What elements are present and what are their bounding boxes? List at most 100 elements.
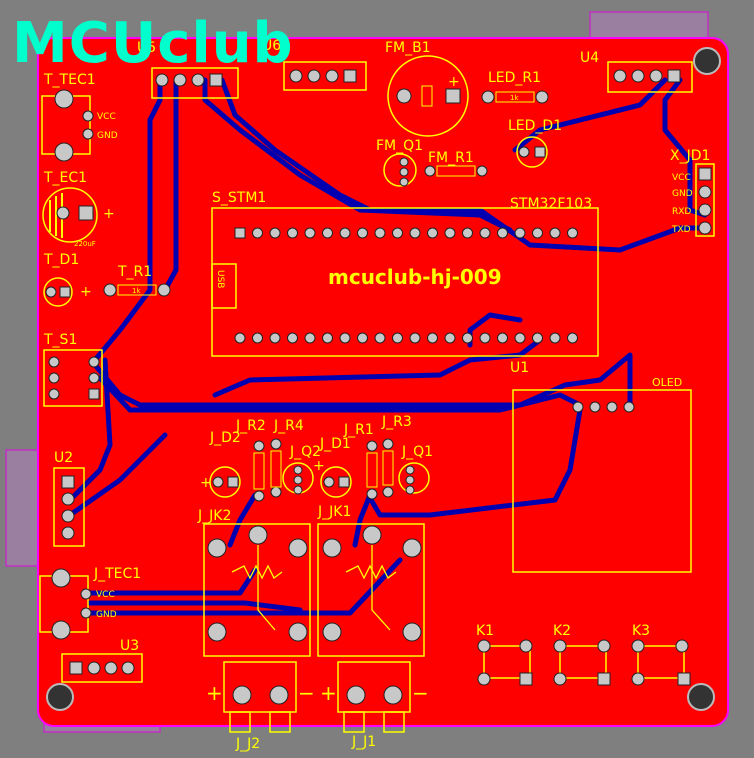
mcu-module-s-stm1: USB S_STM1 STM32F103 mcuclub-hj-009 U1 [211, 190, 599, 376]
t-d1-label: T_D1 [43, 252, 79, 268]
mcu-pin [392, 332, 403, 344]
capacitor-t-ec1: T_EC1 220uF + [42, 170, 115, 248]
led-j-d1: J_D1 + [313, 436, 352, 498]
j-j1-label: J_J1 [351, 734, 376, 750]
u6-label: U6 [262, 38, 281, 54]
usb-label: USB [215, 270, 225, 288]
led-t-d1: T_D1 + [43, 252, 92, 307]
mcu-pin [497, 332, 508, 344]
mcu-pin [479, 227, 491, 239]
fm-b1-label: FM_B1 [385, 40, 431, 56]
svg-text:−: − [298, 681, 315, 705]
j-r1-label: J_R1 [343, 422, 374, 438]
u3-header: U3 [61, 638, 143, 683]
mcu-pin [427, 227, 438, 239]
transistor-fm-q1: FM_Q1 [376, 138, 423, 187]
mcu-pin [322, 332, 333, 344]
svg-text:+: + [103, 206, 115, 222]
mcu-pin-row-top [234, 227, 578, 239]
j-q1-label: J_Q1 [401, 444, 433, 460]
s-stm1-label: S_STM1 [212, 190, 266, 206]
mcu-pin [392, 227, 403, 239]
mcu-pin [252, 227, 263, 239]
svg-text:RXD: RXD [672, 207, 691, 217]
u3-label: U3 [120, 638, 139, 654]
resistor-j-r4: J_R4 [270, 418, 304, 498]
switch-t-s1: T_S1 [43, 332, 103, 407]
resistor-j-r2: J_R2 [235, 418, 266, 502]
j-r4-label: J_R4 [273, 418, 304, 434]
transistor-j-q1: J_Q1 [398, 444, 433, 495]
mcu-pin [287, 227, 298, 239]
j-r3-label: J_R3 [381, 414, 412, 430]
mcu-pin [374, 227, 386, 239]
svg-text:220uF: 220uF [74, 240, 96, 248]
mcu-pin [549, 332, 561, 344]
k1-label: K1 [476, 623, 494, 639]
resistor-fm-r1: FM_R1 [424, 150, 488, 177]
mcu-pin [269, 227, 281, 239]
u6-header: U6 [262, 38, 367, 91]
j-d1-label: J_D1 [319, 436, 351, 452]
svg-text:1k: 1k [510, 94, 519, 102]
buzzer-fm-b1: FM_B1 + [385, 40, 469, 137]
u5-label: U5 [137, 40, 156, 56]
mcu-pin [234, 332, 246, 344]
mcu-pin [427, 332, 438, 344]
resistor-t-r1: 1k T_R1 [103, 264, 171, 297]
board-title: mcuclub-hj-009 [328, 265, 502, 289]
terminal-j-j1: + − J_J1 [320, 661, 429, 750]
mcu-pin [514, 227, 526, 239]
oled-display: OLED [512, 376, 692, 573]
oled-label: OLED [652, 376, 682, 389]
k3-label: K3 [632, 623, 650, 639]
u1-label: U1 [510, 360, 529, 376]
svg-text:VCC: VCC [672, 173, 691, 183]
t-ec1-label: T_EC1 [43, 170, 87, 186]
u2-header: U2 [53, 450, 85, 547]
led-j-d2: J_D2 + [200, 430, 241, 498]
svg-text:+: + [80, 284, 92, 300]
led-d1-label: LED_D1 [508, 118, 562, 134]
mcu-pin [444, 227, 456, 239]
u4-header: U4 [580, 50, 693, 93]
terminal-j-j2: + − J_J2 [206, 661, 315, 752]
j-r2-label: J_R2 [235, 418, 266, 434]
mcu-pin [339, 227, 351, 239]
sensor-t-tec1: T_TEC1 VCC GND [41, 72, 118, 162]
mcu-pin-row-bottom [234, 332, 578, 344]
mcu-pin [567, 332, 578, 344]
resistor-led-r1: 1k LED_R1 [481, 70, 549, 104]
key-k1: K1 [476, 623, 533, 686]
u5-header: U5 [137, 40, 239, 99]
svg-text:+: + [206, 681, 223, 705]
t-r1-label: T_R1 [117, 264, 152, 280]
mcu-pin [304, 227, 316, 239]
svg-text:−: − [412, 681, 429, 705]
j-q2-label: J_Q2 [289, 444, 321, 460]
mcu-pin [252, 332, 263, 344]
keepout-zone-left [5, 449, 43, 567]
x-jd1-label: X_JD1 [670, 148, 710, 164]
j-jk2-label: J_JK2 [197, 508, 231, 524]
mcu-pin [322, 227, 333, 239]
relay-j-jk2: J_JK2 [197, 508, 311, 657]
brand-logo: MCUclub [12, 11, 294, 76]
j-j2-label: J_J2 [235, 736, 260, 752]
svg-text:+: + [448, 74, 460, 90]
key-k2: K2 [553, 623, 611, 686]
mcu-pin [339, 332, 351, 344]
resistor-j-r3: J_R3 [381, 414, 412, 498]
mcu-pin [357, 332, 368, 344]
svg-text:VCC: VCC [96, 590, 115, 600]
relay-j-jk1: J_JK1 [317, 504, 425, 657]
mcu-pin [462, 332, 473, 344]
led-r1-label: LED_R1 [488, 70, 541, 86]
t-s1-label: T_S1 [43, 332, 77, 348]
u2-label: U2 [54, 450, 73, 466]
mcu-pin [374, 332, 386, 344]
mcu-pin [567, 227, 578, 239]
svg-text:GND: GND [96, 610, 117, 620]
fm-q1-label: FM_Q1 [376, 138, 423, 154]
mcu-model-label: STM32F103 [510, 196, 592, 212]
